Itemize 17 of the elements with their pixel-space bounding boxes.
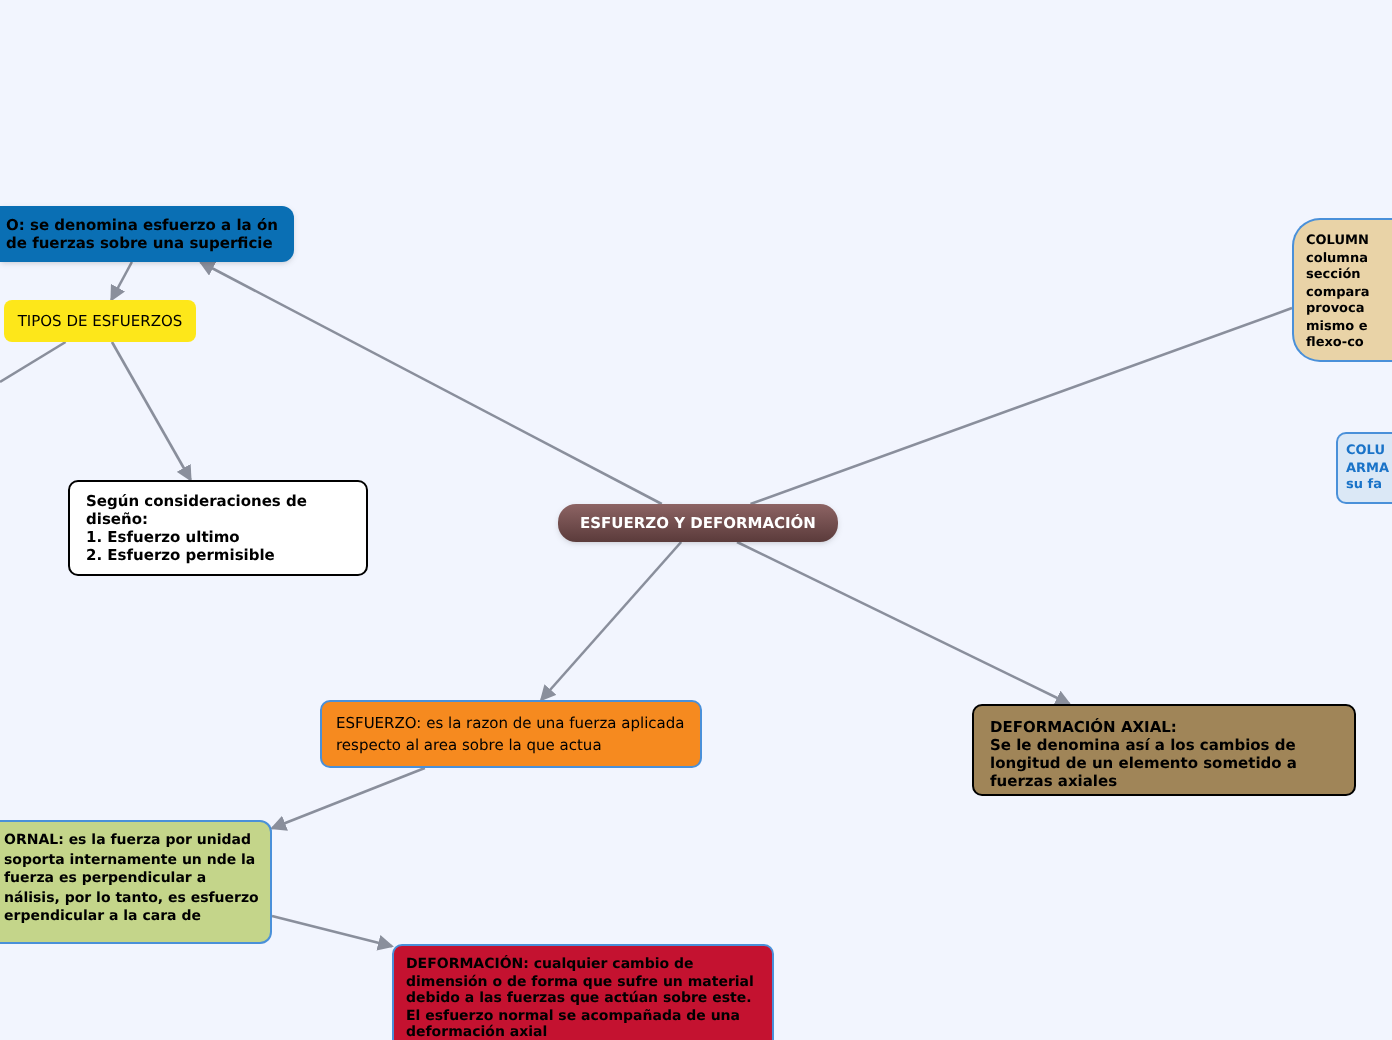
topic-box [1292, 218, 1392, 362]
topic-box [1336, 432, 1392, 503]
topic-box [68, 480, 368, 576]
topic-box [4, 300, 196, 343]
connector-arrow [198, 260, 663, 506]
topic-box [0, 206, 294, 262]
connector-arrow [736, 540, 1072, 706]
connector-arrow [270, 766, 426, 831]
topic-box [392, 944, 774, 1040]
topic-box [0, 820, 272, 944]
central-topic [558, 504, 838, 543]
connector-arrow [271, 914, 394, 951]
topic-box [972, 704, 1356, 796]
topic-box [320, 700, 702, 768]
connector-arrow [539, 541, 683, 702]
connector-arrow [110, 261, 133, 302]
connector-arrow [110, 341, 192, 482]
